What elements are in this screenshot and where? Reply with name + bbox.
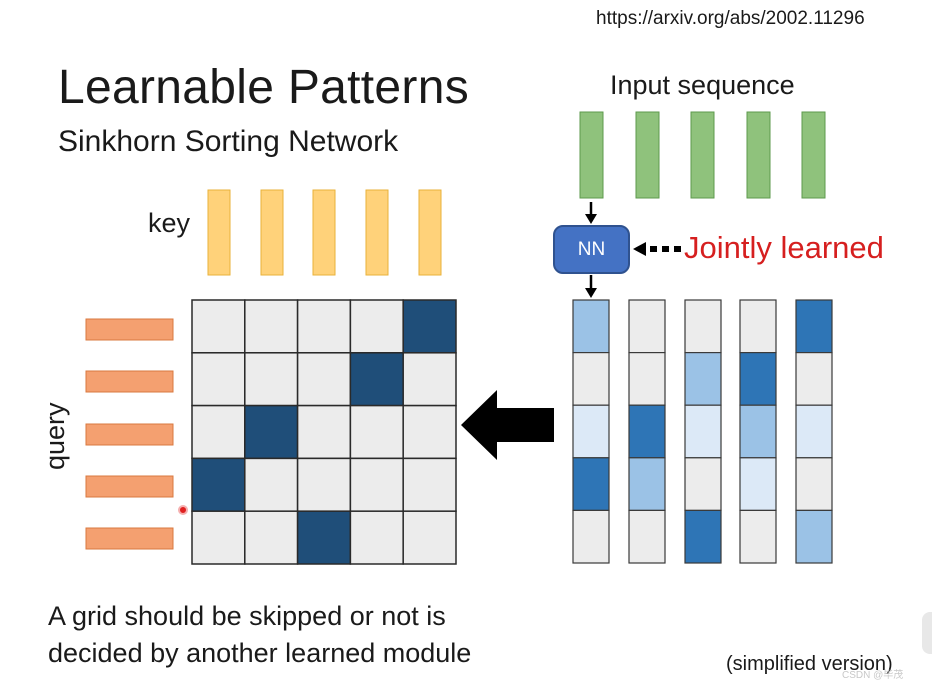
grid-cell bbox=[191, 457, 246, 512]
sorting-cell bbox=[739, 457, 777, 511]
query-bar bbox=[85, 423, 174, 446]
input-bar bbox=[635, 111, 660, 199]
sorting-cell bbox=[684, 299, 722, 354]
grid-cell bbox=[296, 352, 352, 407]
attention-grid bbox=[191, 299, 457, 565]
slide-title: Learnable Patterns bbox=[58, 61, 470, 114]
sorting-cell bbox=[684, 404, 722, 459]
input-bar bbox=[579, 111, 604, 199]
sorting-cell bbox=[739, 404, 777, 459]
grid-cell bbox=[402, 404, 457, 460]
grid-cell bbox=[402, 457, 457, 512]
sorting-cell bbox=[795, 299, 833, 354]
sorting-cell bbox=[572, 299, 610, 354]
key-bar bbox=[260, 189, 284, 276]
key-label: key bbox=[148, 208, 191, 238]
grid-cell bbox=[402, 352, 457, 407]
grid-cell bbox=[296, 457, 352, 512]
grid-cell bbox=[349, 510, 404, 565]
key-bar bbox=[207, 189, 231, 276]
sorting-cell bbox=[739, 509, 777, 564]
sorting-cell bbox=[628, 404, 666, 459]
input-bar bbox=[690, 111, 715, 199]
sorting-cell bbox=[795, 509, 833, 564]
watermark: CSDN @毕茂 bbox=[842, 670, 904, 681]
sorting-cell bbox=[628, 509, 666, 564]
sorting-cell bbox=[795, 457, 833, 511]
input-to-nn-arrow bbox=[585, 202, 597, 224]
sorting-cell bbox=[572, 509, 610, 564]
grid-cell bbox=[349, 299, 404, 354]
input-bar bbox=[746, 111, 771, 199]
sorting-cell bbox=[572, 352, 610, 406]
input-sequence-label: Input sequence bbox=[610, 70, 795, 100]
grid-cell bbox=[349, 457, 404, 512]
query-bar bbox=[85, 527, 174, 550]
grid-cell bbox=[191, 510, 246, 565]
paper-url: https://arxiv.org/abs/2002.11296 bbox=[596, 8, 865, 29]
key-bar bbox=[312, 189, 336, 276]
grid-cell bbox=[191, 404, 246, 460]
grid-cell bbox=[244, 510, 299, 565]
grid-cell bbox=[191, 352, 246, 407]
sorting-cell bbox=[628, 352, 666, 406]
grid-cell bbox=[349, 352, 404, 407]
explanation-line-1: A grid should be skipped or not is bbox=[48, 601, 446, 631]
side-scroll-tab[interactable] bbox=[922, 612, 932, 654]
grid-cell bbox=[296, 510, 352, 565]
grid-cell bbox=[296, 404, 352, 460]
key-bars bbox=[207, 189, 442, 276]
grid-cell bbox=[244, 352, 299, 407]
key-bar bbox=[418, 189, 442, 276]
nn-label: NN bbox=[577, 238, 606, 260]
query-bars bbox=[85, 318, 174, 550]
sorting-cell bbox=[739, 299, 777, 354]
grid-cell bbox=[296, 299, 352, 354]
sorting-cell bbox=[628, 299, 666, 354]
grid-cell bbox=[402, 510, 457, 565]
grid-cell bbox=[244, 457, 299, 512]
explanation-line-2: decided by another learned module bbox=[48, 638, 472, 668]
grid-cell bbox=[244, 404, 299, 460]
nn-to-columns-arrow bbox=[585, 275, 597, 298]
sorting-cell bbox=[684, 509, 722, 564]
key-bar bbox=[365, 189, 389, 276]
sorting-cell bbox=[628, 457, 666, 511]
sorting-cell bbox=[572, 457, 610, 511]
sorting-columns bbox=[572, 299, 833, 564]
sorting-cell bbox=[795, 352, 833, 406]
explanation-text: A grid should be skipped or not is decid… bbox=[48, 598, 608, 672]
big-left-arrow bbox=[461, 390, 554, 460]
sorting-cell bbox=[572, 404, 610, 459]
query-bar bbox=[85, 370, 174, 393]
jointly-learned-label: Jointly learned bbox=[684, 230, 884, 265]
query-bar bbox=[85, 475, 174, 498]
simplified-note: (simplified version) bbox=[726, 653, 893, 675]
input-bar bbox=[801, 111, 826, 199]
query-bar bbox=[85, 318, 174, 341]
sorting-cell bbox=[739, 352, 777, 406]
sorting-cell bbox=[795, 404, 833, 459]
nn-module: NN bbox=[553, 225, 630, 274]
grid-cell bbox=[191, 299, 246, 354]
cursor-pointer-dot bbox=[178, 505, 188, 515]
sorting-cell bbox=[684, 352, 722, 406]
grid-cell bbox=[402, 299, 457, 354]
sorting-cell bbox=[684, 457, 722, 511]
grid-cell bbox=[349, 404, 404, 460]
input-bars bbox=[579, 111, 826, 199]
slide-subtitle: Sinkhorn Sorting Network bbox=[58, 125, 399, 158]
jointly-dashed-arrow bbox=[633, 242, 681, 256]
grid-cell bbox=[244, 299, 299, 354]
